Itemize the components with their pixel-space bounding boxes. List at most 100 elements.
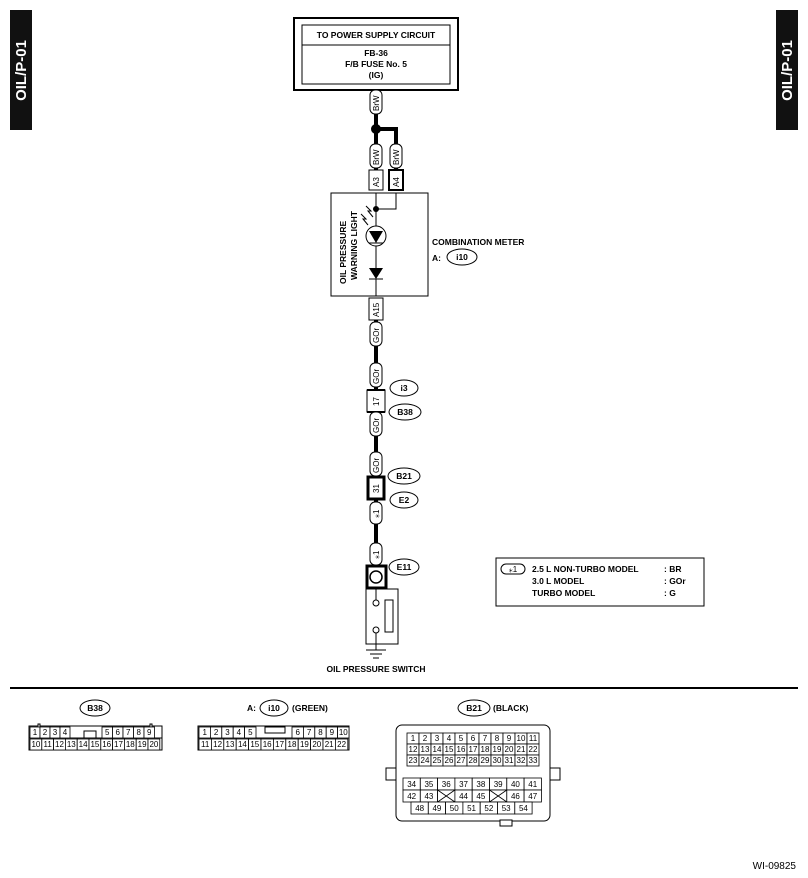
svg-text:17: 17 <box>372 397 381 406</box>
i10-r1-pin: 4 <box>237 728 242 737</box>
svg-text:E2: E2 <box>399 495 410 505</box>
svg-text:E11: E11 <box>397 562 412 572</box>
i10-r2-pin: 16 <box>263 740 272 749</box>
i10-r2-pin: 14 <box>238 740 247 749</box>
note-color-1: : BR <box>664 564 681 574</box>
svg-text:GOr: GOr <box>372 418 381 433</box>
note-marker: ⁎1 <box>509 565 518 574</box>
b21-lower-pin: 43 <box>424 792 433 801</box>
b21-lower-pin: 34 <box>407 780 416 789</box>
i10-r2-cell <box>334 738 349 751</box>
b21-lower-pin: 40 <box>511 780 520 789</box>
wire-label-brw-top: BrW <box>369 89 383 115</box>
wire-label-star-1: ⁎1 <box>369 501 383 525</box>
b38-r1-pin: 3 <box>53 728 58 737</box>
b38-r2-cell <box>147 738 161 751</box>
connector-badge-e2: E2 <box>389 491 419 509</box>
b38-r1-cell <box>59 726 71 739</box>
b21-lower-blank-cross <box>437 789 456 803</box>
power-box-line3: (IG) <box>369 70 384 80</box>
svg-text:GOr: GOr <box>372 369 381 384</box>
b21-upper-pin: 4 <box>447 734 452 743</box>
b38-r2-pin: 17 <box>114 740 123 749</box>
b21-upper-pin: 12 <box>409 745 418 754</box>
svg-text:A15: A15 <box>372 302 381 317</box>
b38-r1-pin: 4 <box>63 728 68 737</box>
wire-label-star-2: ⁎1 <box>369 542 383 566</box>
b38-r1b-pin: 8 <box>137 728 142 737</box>
power-box-line1: FB-36 <box>364 48 388 58</box>
b38-r1b-cell <box>143 726 155 739</box>
i10-r1b-pin: 10 <box>339 728 348 737</box>
svg-text:31: 31 <box>372 484 381 493</box>
b21-lower-cell <box>523 789 542 803</box>
b21-lower-pin: 48 <box>415 804 424 813</box>
svg-text:BrW: BrW <box>392 149 401 165</box>
power-supply-box: TO POWER SUPPLY CIRCUIT FB-36 F/B FUSE N… <box>293 17 459 91</box>
b38-r2-pin: 19 <box>138 740 147 749</box>
svg-text:GOr: GOr <box>372 458 381 473</box>
i10-r2-pin: 19 <box>300 740 309 749</box>
b21-lower-pin: 49 <box>432 804 441 813</box>
power-box-title: TO POWER SUPPLY CIRCUIT <box>317 30 436 40</box>
note-model-1: 2.5 L NON-TURBO MODEL <box>532 564 639 574</box>
i10-r2-pin: 21 <box>325 740 334 749</box>
b38-r2-pin: 12 <box>55 740 64 749</box>
b38-r1b-pin: 6 <box>116 728 121 737</box>
i10-r2-pin: 11 <box>201 740 210 749</box>
b38-r1-pin: 2 <box>43 728 48 737</box>
b21-upper-pin: 6 <box>471 734 476 743</box>
note-color-3: : G <box>664 588 676 598</box>
b38-r1b-pin: 9 <box>147 728 152 737</box>
b38-r2-pin: 13 <box>67 740 76 749</box>
svg-text:B38: B38 <box>397 407 413 417</box>
b38-key <box>83 730 97 739</box>
combination-meter-box: OIL PRESSURE WARNING LIGHT <box>330 192 429 297</box>
meter-connector-badge: i10 <box>446 248 478 266</box>
b21-lower-pin: 41 <box>528 780 537 789</box>
pin-a4: A4 <box>388 169 404 191</box>
connector-badge-e11: E11 <box>388 558 420 576</box>
b21-upper-pin: 3 <box>435 734 440 743</box>
pinout-b21-name: B21 <box>466 703 482 713</box>
i10-r1b-pin: 9 <box>330 728 335 737</box>
connector-badge-i3: i3 <box>389 379 419 397</box>
wire-label-gor-3: GOr <box>369 411 383 437</box>
b21-upper-pin: 16 <box>457 745 466 754</box>
b21-lower-pin: 45 <box>476 792 485 801</box>
note-color-2: : GOr <box>664 576 686 586</box>
diagram-code: WI-09825 <box>753 861 797 872</box>
b21-upper-pin: 22 <box>529 745 538 754</box>
b38-r1-pin: 1 <box>33 728 38 737</box>
b21-upper-pin: 33 <box>529 756 538 765</box>
b21-lower-pin: 42 <box>407 792 416 801</box>
i10-key <box>264 726 286 734</box>
b21-upper-pin: 1 <box>411 734 416 743</box>
side-tab-left: OIL/P-01 <box>10 10 32 130</box>
b21-lower-pin: 38 <box>476 780 485 789</box>
b21-lower-pin: 53 <box>502 804 511 813</box>
b21-upper-pin: 21 <box>517 745 526 754</box>
b21-lower-pin: 44 <box>459 792 468 801</box>
i10-r2-pin: 22 <box>337 740 346 749</box>
b21-lower-pin: 36 <box>442 780 451 789</box>
i10-r1-pin: 2 <box>214 728 219 737</box>
i10-r1b-cell <box>337 726 350 739</box>
i10-r1b-pin: 8 <box>318 728 323 737</box>
wire-label-gor-4: GOr <box>369 451 383 477</box>
b38-r2-pin: 16 <box>102 740 111 749</box>
pinout-i10-name: i10 <box>268 703 280 713</box>
i10-r2-pin: 20 <box>312 740 321 749</box>
b21-lower-pin: 51 <box>467 804 476 813</box>
b38-r2-pin: 11 <box>44 740 53 749</box>
b21-upper-pin: 29 <box>481 756 490 765</box>
side-tab-right: OIL/P-01 <box>776 10 798 130</box>
svg-text:A4: A4 <box>392 177 401 187</box>
b21-upper-pin: 5 <box>459 734 464 743</box>
note-model-3: TURBO MODEL <box>532 588 595 598</box>
b21-lower-pin: 46 <box>511 792 520 801</box>
i10-r1-pin: 5 <box>248 728 253 737</box>
b21-lower-pin: 35 <box>424 780 433 789</box>
